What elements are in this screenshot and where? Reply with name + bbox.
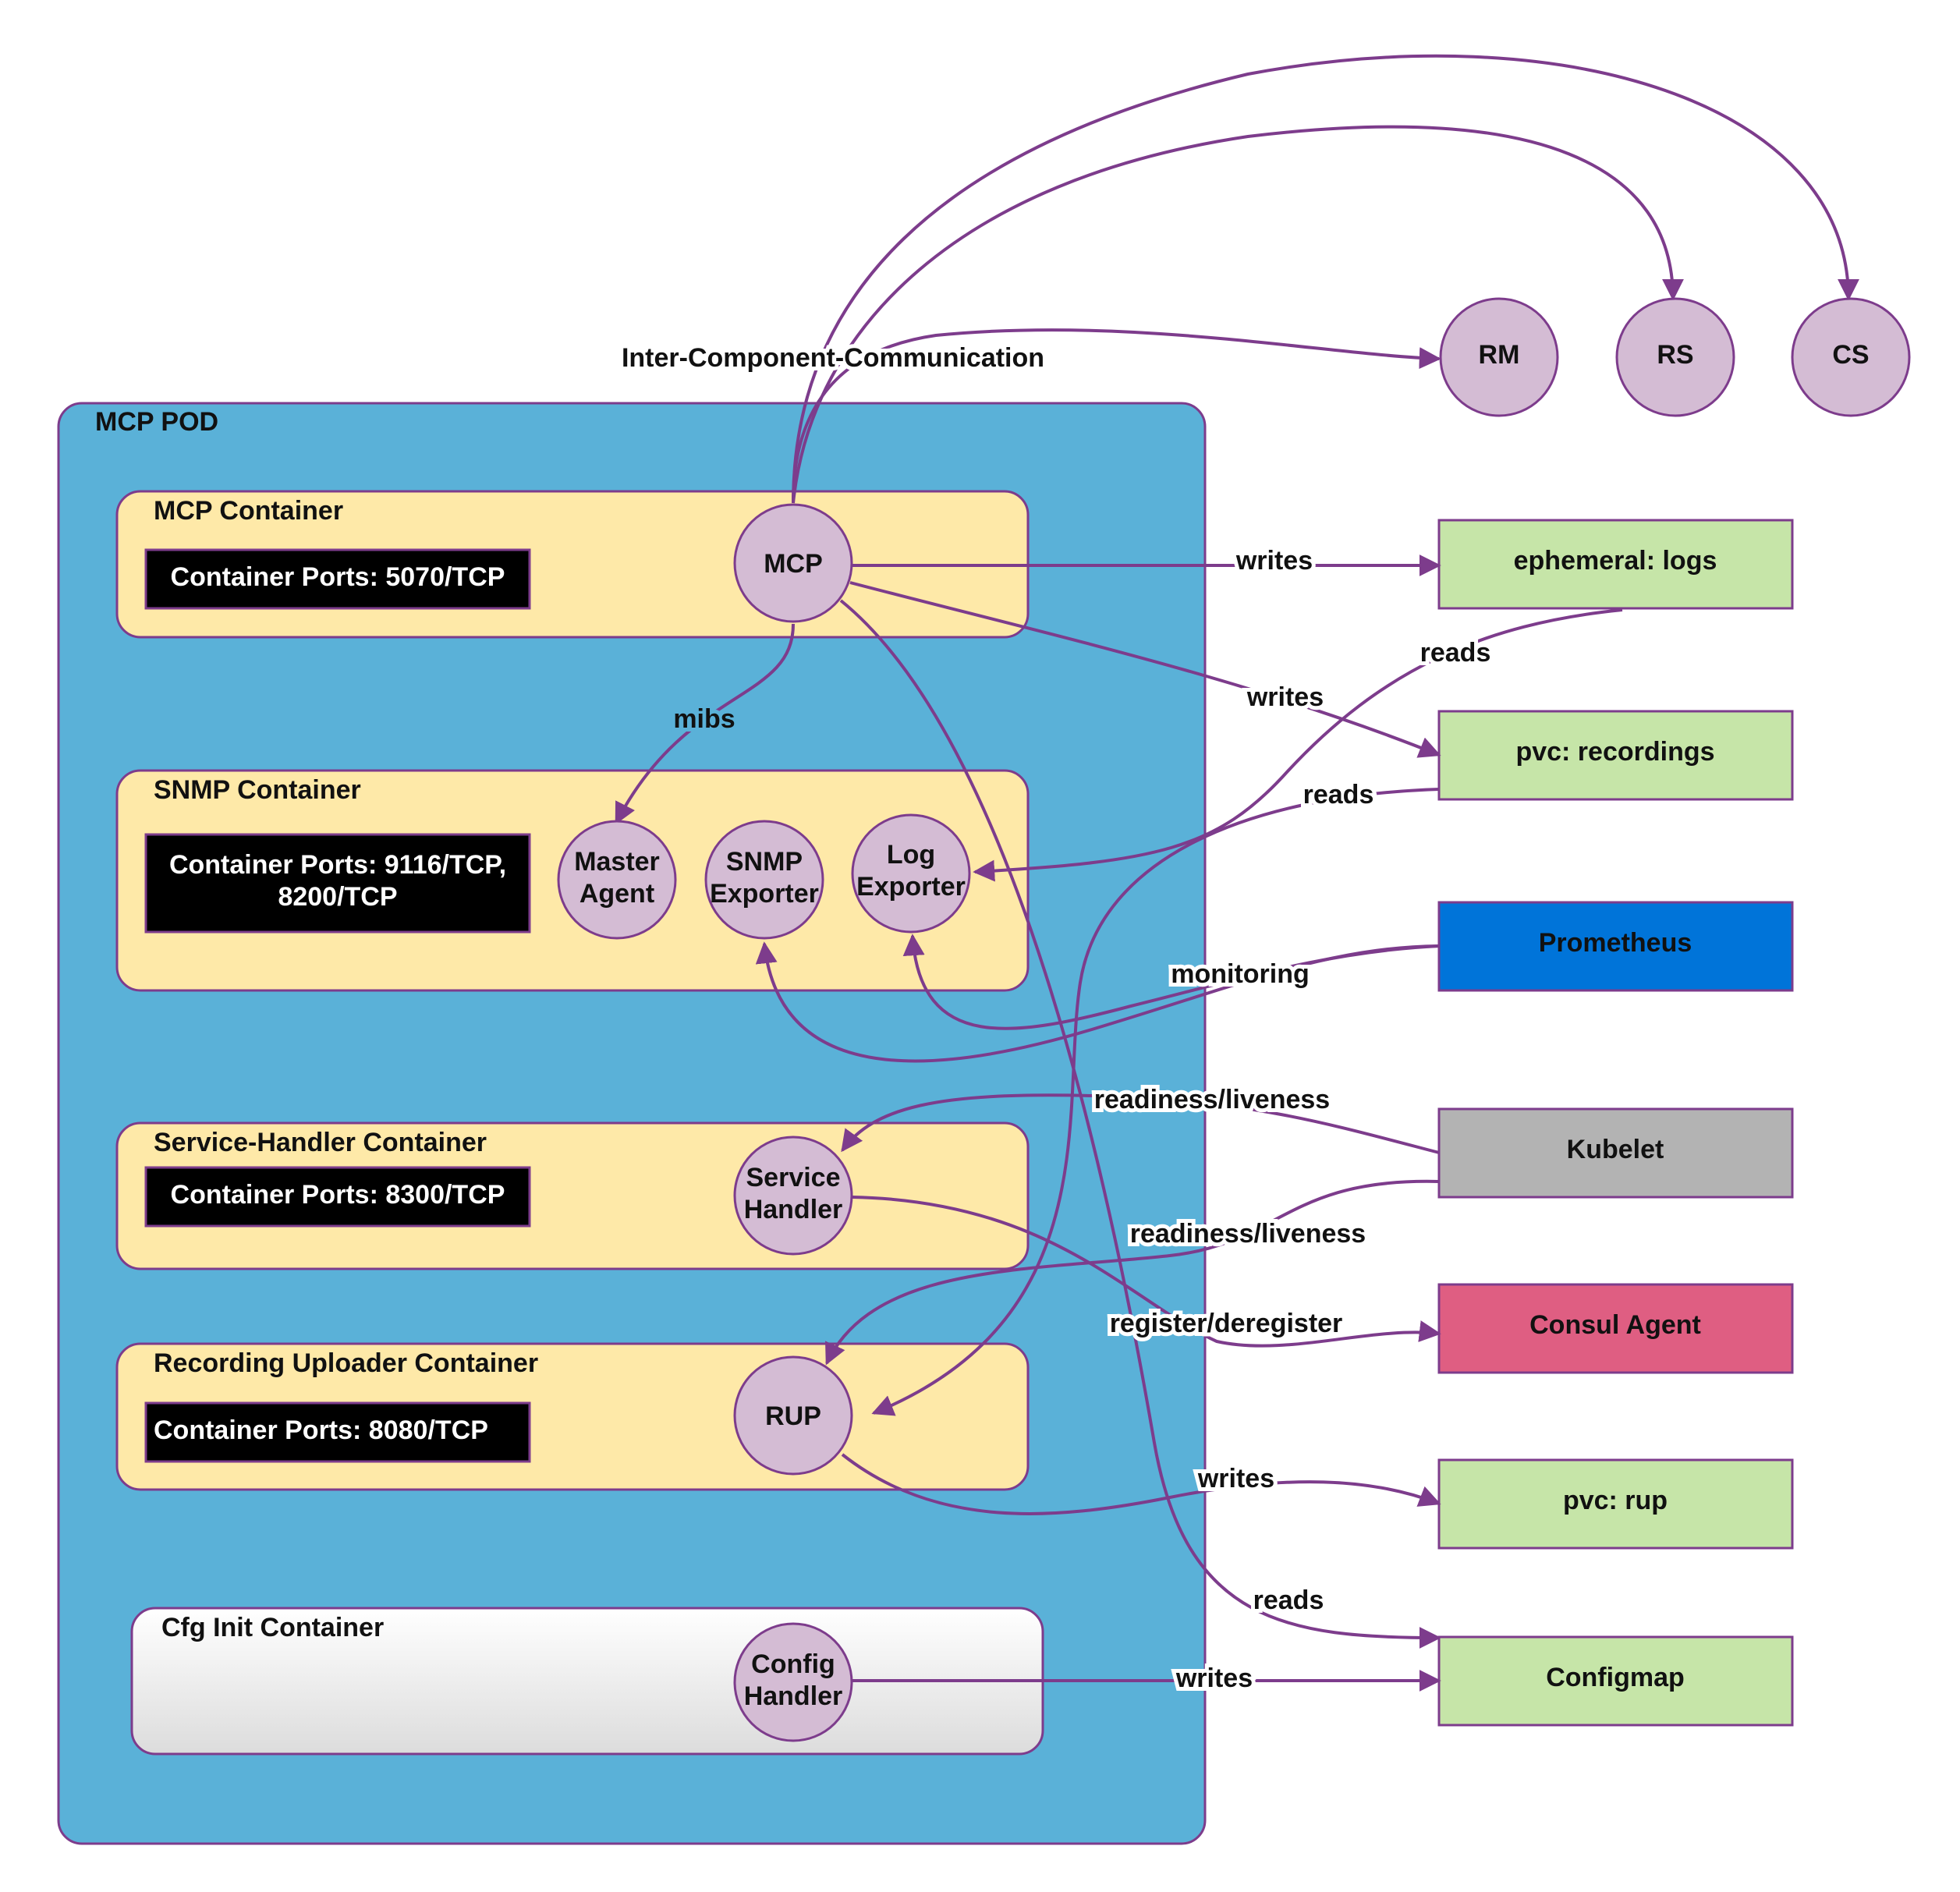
edge-mcp-reads-configmap [839, 599, 1441, 1649]
prometheus-box [1437, 901, 1794, 992]
mcp-node-label: MCP [764, 549, 823, 579]
config-handler-label-line2: Handler [744, 1681, 843, 1711]
edge-mcp-writes-recordings [849, 581, 1441, 758]
config-handler-node [733, 1622, 853, 1742]
mcp-node [733, 503, 853, 623]
rm-node [1439, 297, 1559, 417]
recording-uploader-ports-box [144, 1401, 531, 1463]
mcp-container-title: MCP Container [154, 496, 343, 526]
label-writes-recordings: writes [1246, 682, 1324, 712]
master-agent-node [557, 820, 677, 940]
ephemeral-logs-box [1437, 519, 1794, 610]
edge-mcp-mibs-master-agent [615, 623, 795, 825]
label-reads-recordings: reads [1303, 780, 1374, 810]
rup-node-label: RUP [765, 1401, 821, 1431]
snmp-ports-text-line1: Container Ports: 9116/TCP, [169, 850, 506, 880]
label-monitoring: monitoring [1171, 959, 1310, 989]
log-exporter-node [851, 813, 971, 934]
rm-node-label: RM [1479, 340, 1520, 370]
service-handler-label-line1: Service [746, 1163, 841, 1192]
edge-monitoring-log-exporter [902, 934, 1440, 1030]
edge-rup-reads-recordings [871, 788, 1440, 1416]
configmap-label: Configmap [1546, 1663, 1685, 1692]
edge-mcp-to-rs [792, 125, 1684, 504]
snmp-container-title: SNMP Container [154, 775, 361, 805]
snmp-exporter-node [704, 820, 824, 940]
rs-node-label: RS [1657, 340, 1693, 370]
service-handler-container-title: Service-Handler Container [154, 1128, 487, 1157]
recording-uploader-ports-text: Container Ports: 8080/TCP [154, 1415, 488, 1445]
edge-mcp-to-rm [792, 328, 1441, 504]
snmp-ports-box [144, 833, 531, 934]
snmp-exporter-label-line2: Exporter [710, 879, 819, 909]
label-writes-configmap: writes [1175, 1663, 1253, 1693]
kubelet-label: Kubelet [1567, 1135, 1664, 1164]
rup-node [733, 1355, 853, 1476]
label-readiness-sh: readiness/liveness [1094, 1085, 1330, 1114]
label-reads-configmap: reads [1253, 1586, 1324, 1615]
edge-sh-register-consul [852, 1196, 1441, 1348]
label-writes-rup: writes [1197, 1464, 1274, 1493]
snmp-exporter-label-line1: SNMP [726, 847, 803, 877]
kubelet-box [1437, 1107, 1794, 1199]
configmap-box [1437, 1635, 1794, 1727]
log-exporter-label-line2: Exporter [856, 872, 966, 902]
cfg-init-container-title: Cfg Init Container [161, 1613, 384, 1642]
service-handler-node [733, 1136, 853, 1256]
cs-node [1791, 297, 1911, 417]
master-agent-label-line1: Master [574, 847, 660, 877]
label-register: register/deregister [1110, 1309, 1343, 1338]
service-handler-ports-box [144, 1166, 531, 1228]
edge-log-exporter-reads-logs [973, 608, 1623, 882]
label-reads-logs: reads [1420, 638, 1491, 668]
consul-agent-label: Consul Agent [1529, 1310, 1701, 1340]
service-handler-label-line2: Handler [744, 1195, 843, 1224]
pvc-rup-label: pvc: rup [1563, 1486, 1668, 1515]
pvc-recordings-label: pvc: recordings [1515, 737, 1714, 767]
label-inter-component: Inter-Component-Communication [622, 343, 1044, 373]
rs-node [1615, 297, 1735, 417]
edge-rup-writes-pvc-rup [841, 1453, 1441, 1515]
label-mibs: mibs [673, 704, 735, 734]
edge-mcp-to-cs [792, 54, 1859, 504]
cs-node-label: CS [1832, 340, 1869, 370]
service-handler-ports-text: Container Ports: 8300/TCP [171, 1180, 505, 1210]
ephemeral-logs-label: ephemeral: logs [1514, 546, 1717, 576]
prometheus-label: Prometheus [1539, 928, 1692, 958]
master-agent-label-line2: Agent [579, 879, 654, 909]
edge-kubelet-readiness-sh [841, 1093, 1440, 1154]
edge-kubelet-readiness-rup [825, 1179, 1440, 1366]
mcp-ports-box [144, 548, 531, 610]
mcp-ports-text: Container Ports: 5070/TCP [171, 562, 505, 592]
snmp-ports-text-line2: 8200/TCP [278, 882, 397, 912]
config-handler-label-line1: Config [751, 1649, 835, 1679]
log-exporter-label-line1: Log [887, 840, 935, 870]
pod-title: MCP POD [95, 407, 218, 437]
consul-agent-box [1437, 1283, 1794, 1374]
pvc-recordings-box [1437, 710, 1794, 801]
label-readiness-rup: readiness/liveness [1130, 1219, 1366, 1249]
recording-uploader-container-title: Recording Uploader Container [154, 1348, 538, 1378]
label-writes-logs: writes [1235, 546, 1313, 576]
